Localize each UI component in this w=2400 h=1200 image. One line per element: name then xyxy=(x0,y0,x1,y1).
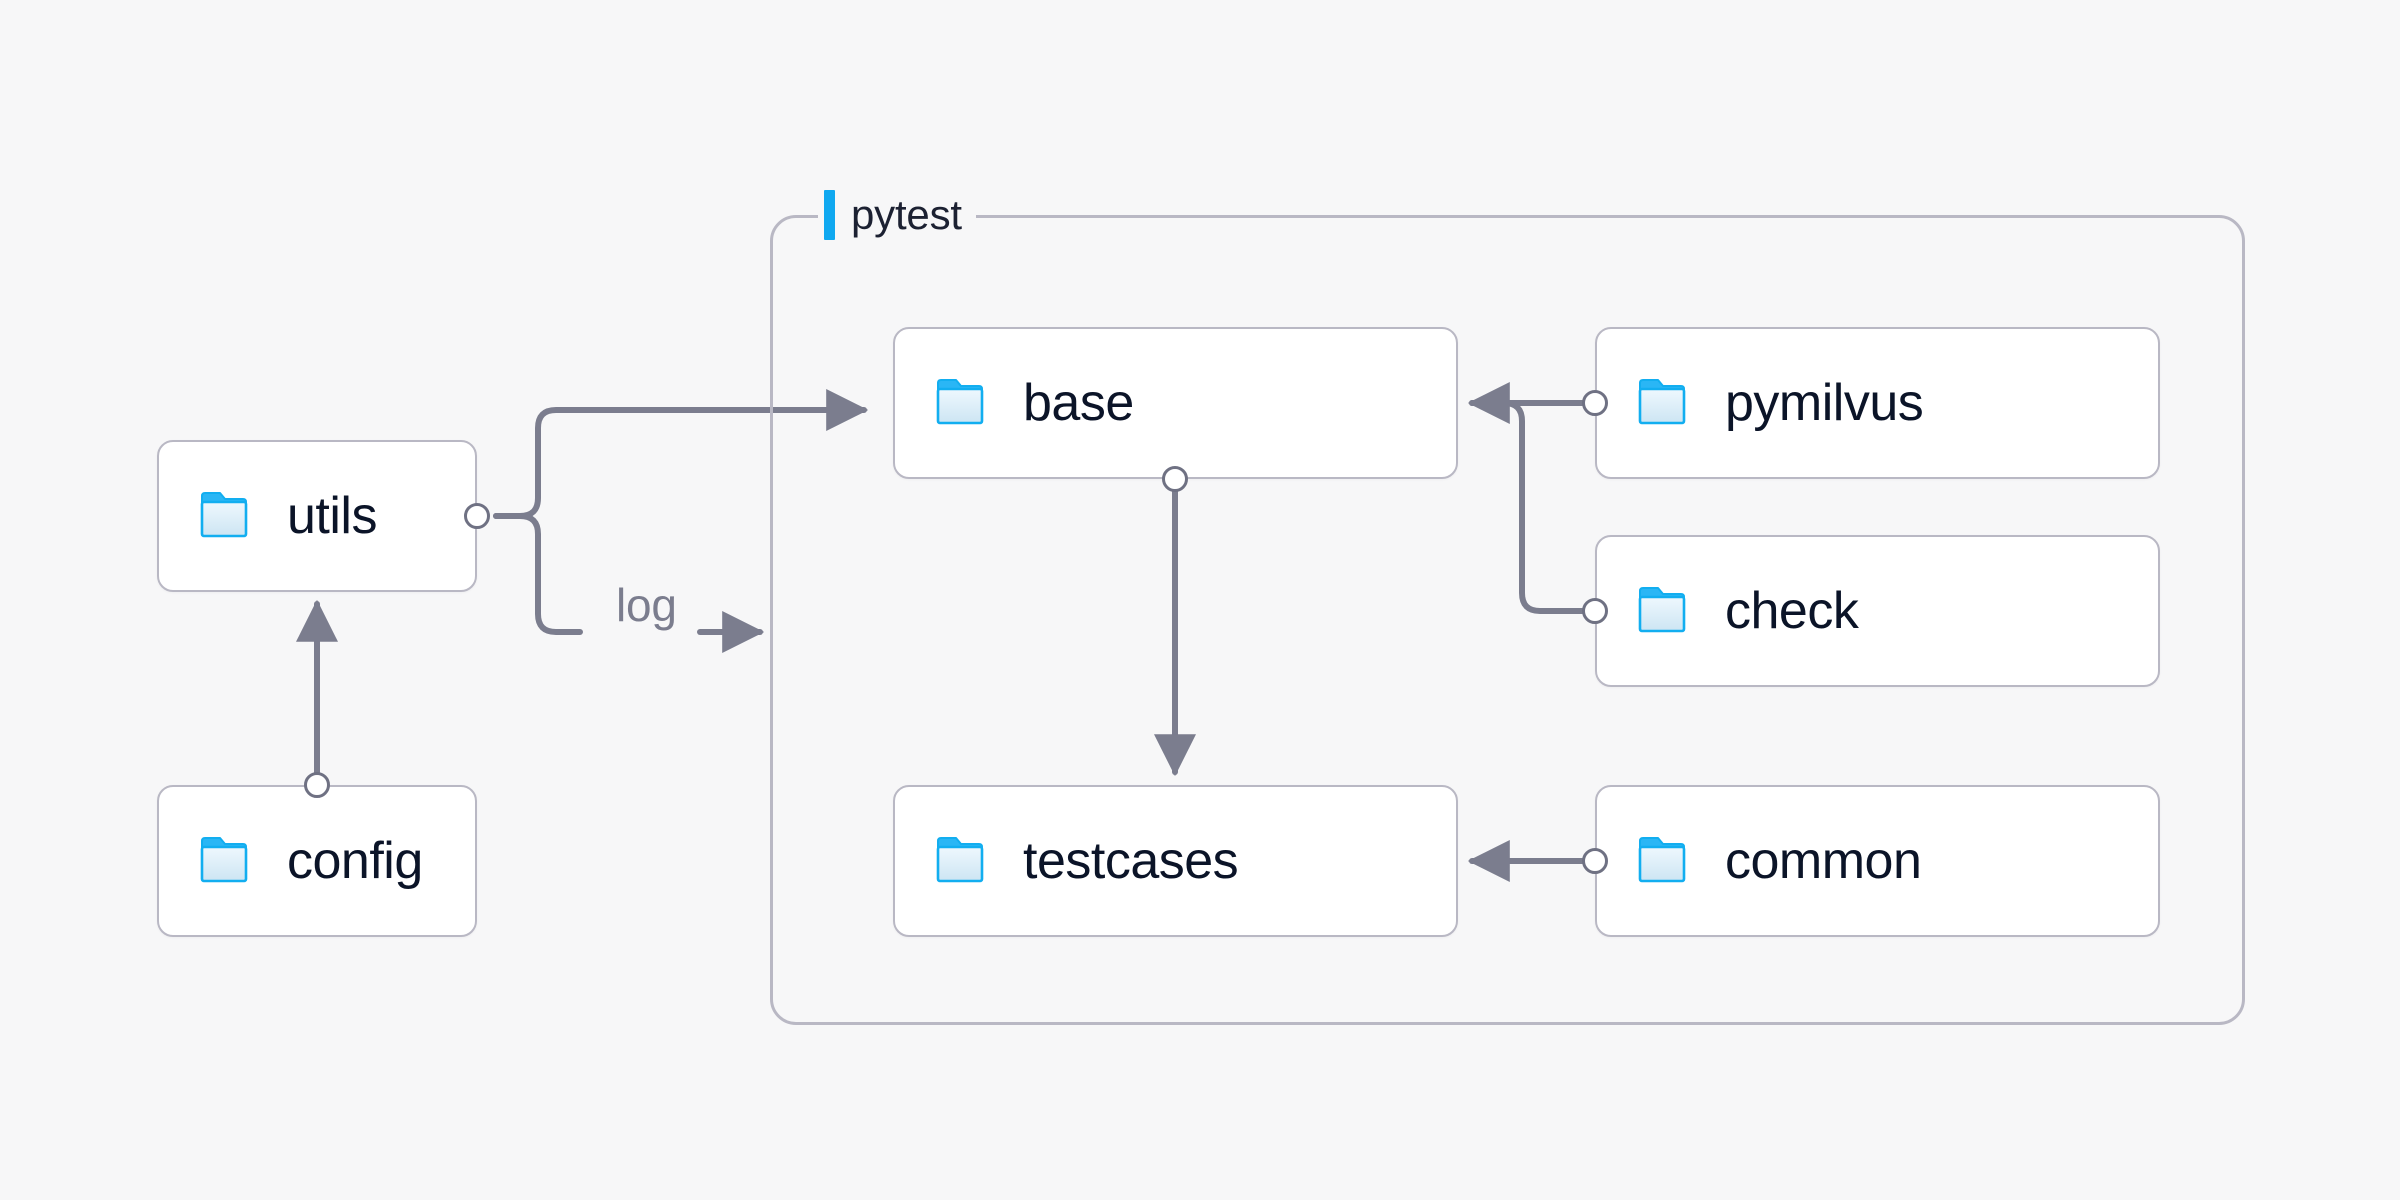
folder-icon xyxy=(1638,587,1686,633)
node-common[interactable]: common xyxy=(1595,785,2160,937)
node-label: config xyxy=(287,832,423,890)
folder-icon xyxy=(936,379,984,425)
port-utils-right[interactable] xyxy=(464,503,490,529)
node-check[interactable]: check xyxy=(1595,535,2160,687)
group-container-pytest[interactable] xyxy=(770,215,2245,1025)
node-pymilvus[interactable]: pymilvus xyxy=(1595,327,2160,479)
group-label-pytest[interactable]: pytest xyxy=(818,188,976,242)
node-base[interactable]: base xyxy=(893,327,1458,479)
port-base-bottom[interactable] xyxy=(1162,466,1188,492)
group-accent-bar-icon xyxy=(824,190,835,240)
node-label: utils xyxy=(287,487,377,545)
node-label: check xyxy=(1725,582,1859,640)
node-config[interactable]: config xyxy=(157,785,477,937)
folder-icon xyxy=(1638,379,1686,425)
folder-icon xyxy=(936,837,984,883)
folder-icon xyxy=(1638,837,1686,883)
port-pymilvus-left[interactable] xyxy=(1582,390,1608,416)
port-common-left[interactable] xyxy=(1582,848,1608,874)
port-check-left[interactable] xyxy=(1582,598,1608,624)
node-label: pymilvus xyxy=(1725,374,1924,432)
folder-icon xyxy=(200,837,248,883)
node-label: base xyxy=(1023,374,1134,432)
node-label: testcases xyxy=(1023,832,1239,890)
node-label: common xyxy=(1725,832,1922,890)
group-title: pytest xyxy=(851,191,962,238)
node-testcases[interactable]: testcases xyxy=(893,785,1458,937)
port-config-top[interactable] xyxy=(304,772,330,798)
node-utils[interactable]: utils xyxy=(157,440,477,592)
edge-label-log: log xyxy=(608,582,685,628)
folder-icon xyxy=(200,492,248,538)
edge-utils-to-pytest-log xyxy=(493,513,583,635)
